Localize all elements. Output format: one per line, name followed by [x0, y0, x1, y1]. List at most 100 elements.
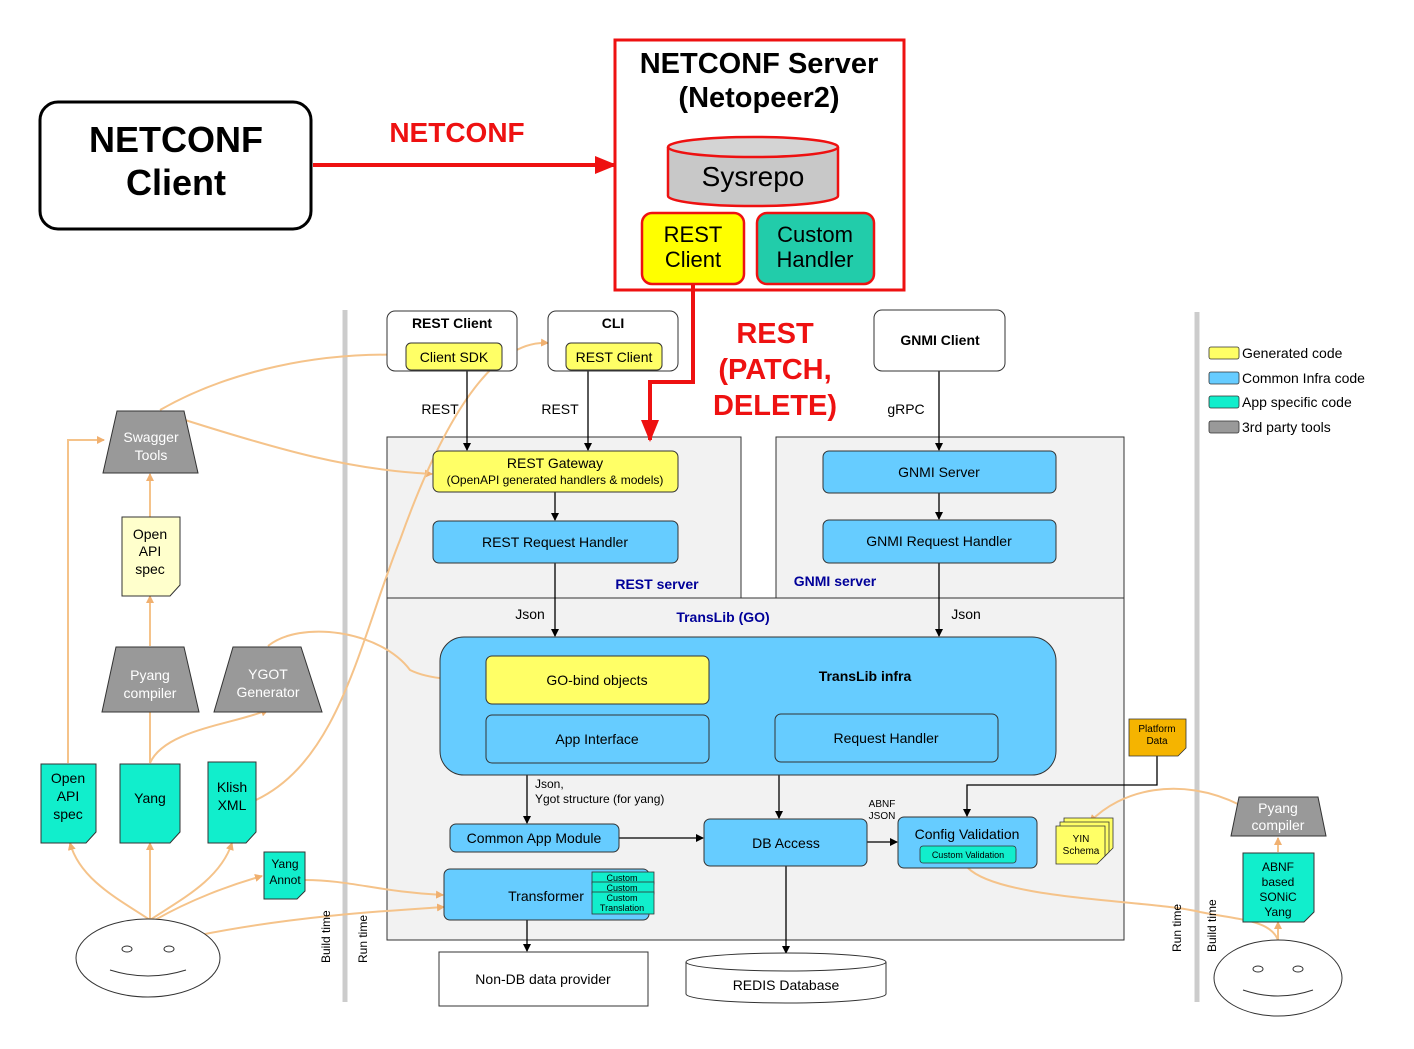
- openapi-spec-line1: Open: [51, 770, 85, 786]
- custom-handler-line1: Custom: [777, 222, 853, 247]
- netconf-client-label-line1: NETCONF: [89, 119, 263, 160]
- openapi-spec-generated-doc: [121, 516, 181, 597]
- netconf-rest-client-box: [640, 211, 746, 286]
- pyang-compiler-left-line1: Pyang: [130, 667, 170, 683]
- custom-translation-label: Translation: [600, 903, 644, 913]
- custom-label-2: Custom: [606, 883, 637, 893]
- legend-third-label: 3rd party tools: [1242, 419, 1331, 435]
- pyang-compiler-left-line2: compiler: [124, 685, 177, 701]
- gnmi-request-handler-box: [822, 519, 1057, 564]
- swagger-tools-trapezoid: [102, 410, 199, 474]
- gnmi-server-label: GNMI server: [794, 573, 877, 589]
- rest-client-title: REST Client: [412, 315, 492, 331]
- abnf-line3: SONiC: [1259, 890, 1297, 904]
- runtime-connectors: [463, 365, 1158, 954]
- netconf-server-title-line1: NETCONF Server: [640, 48, 879, 80]
- developer-face-left: [75, 918, 221, 998]
- gnmi-request-handler-label: GNMI Request Handler: [866, 533, 1012, 549]
- gnmi-server-label-box: GNMI Server: [898, 464, 980, 480]
- netconf-rest-client-line1: REST: [664, 222, 723, 247]
- klish-xml-line1: Klish: [217, 779, 247, 795]
- yin-schema-line2: Schema: [1063, 846, 1100, 857]
- yin-schema-stack: [1055, 817, 1114, 865]
- grpc-edge-label: gRPC: [887, 401, 924, 417]
- rest-edge-label-left: REST: [421, 401, 459, 417]
- openapi-spec-line2: API: [57, 788, 80, 804]
- sysrepo-cylinder: [666, 135, 840, 208]
- rest-request-handler-label: REST Request Handler: [482, 534, 628, 550]
- abnf-line1: ABNF: [1262, 860, 1294, 874]
- json-small-edge-label: JSON: [869, 811, 896, 822]
- custom-translation-stack: [591, 871, 655, 915]
- gnmi-client-label: GNMI Client: [900, 332, 980, 348]
- yang-doc: [119, 763, 181, 844]
- openapi-doc-line1: Open: [133, 526, 167, 542]
- rest-protocol-line1: REST: [736, 318, 814, 350]
- db-access-label: DB Access: [752, 835, 820, 851]
- abnf-line2: based: [1262, 875, 1295, 889]
- custom-label-3: Custom: [606, 893, 637, 903]
- rest-gateway-line1: REST Gateway: [507, 455, 603, 471]
- ygot-generator-trapezoid: [213, 646, 323, 713]
- developer-face-right: [1213, 939, 1343, 1017]
- swagger-tools-line2: Tools: [135, 447, 168, 463]
- netconf-server-title-line2: (Netopeer2): [678, 82, 839, 114]
- legend-generated-label: Generated code: [1242, 345, 1343, 361]
- openapi-spec-doc: [40, 763, 97, 844]
- netconf-rest-client-line2: Client: [665, 247, 721, 272]
- yang-annot-line1: Yang: [271, 857, 298, 871]
- db-access-box: [703, 818, 868, 867]
- app-interface-label: App Interface: [555, 731, 638, 747]
- redis-database-label: REDIS Database: [733, 977, 840, 993]
- translib-request-handler-label: Request Handler: [833, 730, 938, 746]
- openapi-doc-line3: spec: [135, 561, 165, 577]
- klish-xml-doc: [207, 761, 257, 844]
- pyang-compiler-left-trapezoid: [101, 646, 200, 713]
- yin-schema-line1: YIN: [1073, 834, 1090, 845]
- yang-annot-line2: Annot: [269, 873, 301, 887]
- config-validation-label: Config Validation: [915, 826, 1020, 842]
- pyang-compiler-right-line1: Pyang: [1258, 800, 1298, 816]
- run-time-label-left: Run time: [356, 915, 370, 963]
- rest-protocol-line3: DELETE): [713, 390, 837, 422]
- common-app-module-label: Common App Module: [467, 830, 602, 846]
- redis-database-cylinder: [685, 952, 887, 1004]
- rest-server-label: REST server: [615, 576, 699, 592]
- legend-swatch-common: [1208, 371, 1240, 385]
- swagger-tools-line1: Swagger: [123, 429, 179, 445]
- transformer-label: Transformer: [508, 888, 584, 904]
- rest-request-handler-box: [432, 520, 679, 564]
- build-time-label-right: Build time: [1205, 899, 1219, 952]
- translib-infra-label: TransLib infra: [819, 668, 912, 684]
- abnf-edge-label: ABNF: [869, 799, 896, 810]
- app-interface-box: [485, 714, 710, 764]
- legend: [1208, 346, 1240, 434]
- json-edge-label-right: Json: [951, 606, 981, 622]
- rest-gateway-box: [432, 450, 679, 493]
- rest-gateway-line2: (OpenAPI generated handlers & models): [447, 473, 664, 487]
- yang-doc-label: Yang: [134, 790, 166, 806]
- client-sdk-box: [405, 342, 503, 371]
- abnf-sonic-yang-doc: [1242, 852, 1315, 923]
- pyang-compiler-right-line2: compiler: [1252, 817, 1305, 833]
- custom-label-1: Custom: [606, 873, 637, 883]
- legend-swatch-app: [1208, 395, 1240, 409]
- gnmi-server-box: [822, 450, 1057, 494]
- legend-app-label: App specific code: [1242, 394, 1352, 410]
- ygot-generator-line1: YGOT: [248, 666, 288, 682]
- go-bind-objects-box: [485, 655, 710, 705]
- openapi-spec-line3: spec: [53, 806, 83, 822]
- abnf-line4: Yang: [1264, 905, 1291, 919]
- custom-handler-box: [755, 211, 876, 286]
- rest-edge-label-right: REST: [541, 401, 579, 417]
- build-time-label-left: Build time: [319, 910, 333, 963]
- cli-rest-client-label: REST Client: [576, 349, 653, 365]
- sysrepo-label: Sysrepo: [702, 161, 805, 192]
- translib-request-handler-box: [774, 713, 999, 763]
- custom-validation-label: Custom Validation: [932, 850, 1004, 860]
- translib-label: TransLib (GO): [676, 609, 769, 625]
- custom-validation-box: [919, 845, 1017, 864]
- json-edge-label-left: Json: [515, 606, 545, 622]
- netconf-protocol-label: NETCONF: [389, 117, 524, 148]
